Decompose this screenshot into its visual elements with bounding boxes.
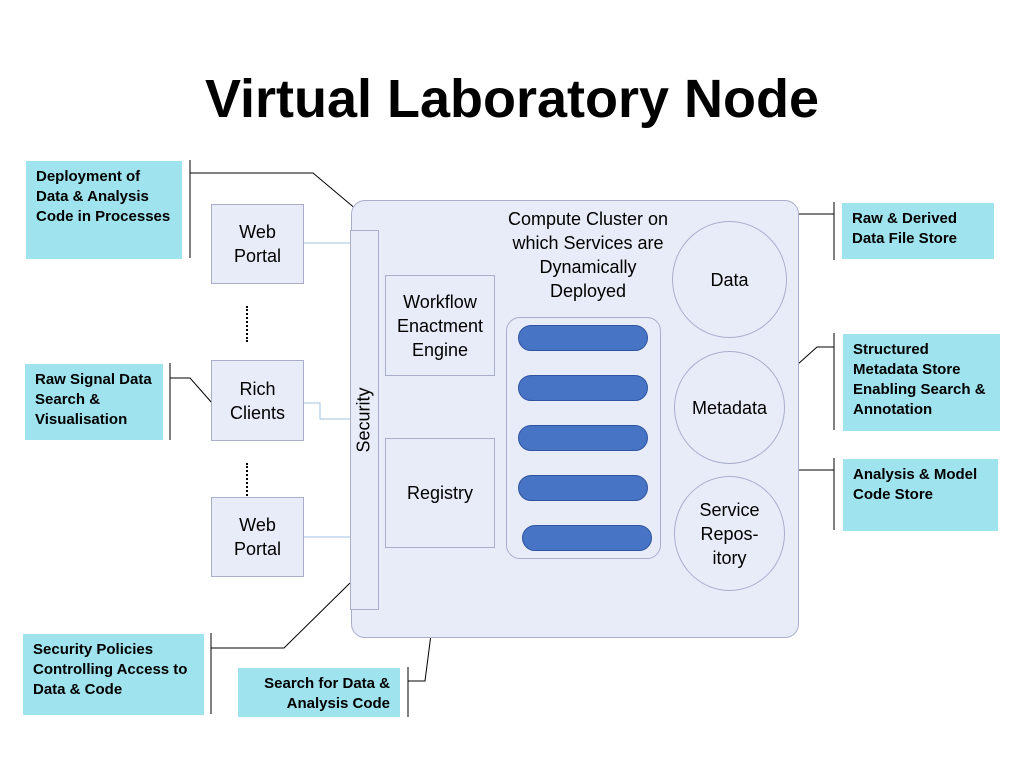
service-instance — [518, 375, 648, 401]
security-label: Security — [353, 387, 374, 453]
web-portal-bottom: Web Portal — [211, 497, 304, 577]
search-callout: Search for Data & Analysis Code — [238, 668, 400, 717]
service-instance — [518, 325, 648, 351]
security-policies-callout: Security Policies Controlling Access to … — [23, 634, 204, 715]
service-repository-store: Service Repos- itory — [674, 476, 785, 591]
ellipsis-dots-bottom — [246, 463, 252, 496]
workflow-enactment-engine: Workflow Enactment Engine — [385, 275, 495, 376]
structured-metadata-callout: Structured Metadata Store Enabling Searc… — [843, 334, 1000, 431]
service-instance — [518, 425, 648, 451]
analysis-model-callout: Analysis & Model Code Store — [843, 459, 998, 531]
web-portal-top: Web Portal — [211, 204, 304, 284]
deployment-callout: Deployment of Data & Analysis Code in Pr… — [26, 161, 182, 259]
security-layer — [350, 230, 379, 610]
metadata-store: Metadata — [674, 351, 785, 464]
data-store: Data — [672, 221, 787, 338]
ellipsis-dots-top — [246, 306, 252, 342]
service-instance — [518, 475, 648, 501]
raw-signal-callout: Raw Signal Data Search & Visualisation — [25, 364, 163, 440]
diagram-title: Virtual Laboratory Node — [204, 69, 820, 129]
raw-derived-callout: Raw & Derived Data File Store — [842, 203, 994, 259]
rich-clients-box: Rich Clients — [211, 360, 304, 441]
registry-box: Registry — [385, 438, 495, 548]
service-instance — [522, 525, 652, 551]
cluster-caption: Compute Cluster on which Services are Dy… — [507, 209, 669, 301]
